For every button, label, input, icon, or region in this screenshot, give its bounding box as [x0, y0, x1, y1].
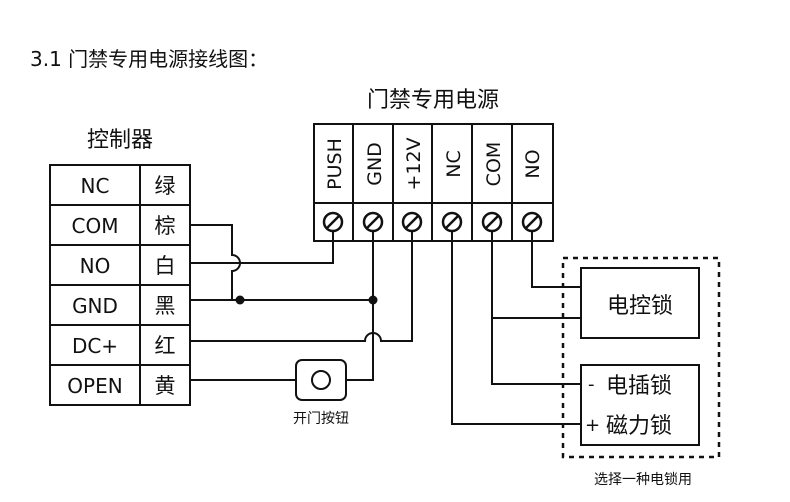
controller-signal-nc: NC: [81, 174, 110, 198]
controller-title: 控制器: [87, 128, 153, 153]
screw-terminal-icon: [521, 211, 543, 233]
controller-color-dc: 红: [155, 334, 176, 358]
controller-signal-dc: DC+: [72, 334, 118, 358]
terminal-label-12v: +12V: [403, 137, 425, 190]
controller-color-com: 棕: [155, 214, 176, 238]
electric-control-lock-box: [580, 267, 700, 339]
electric-bolt-lock-sign: -: [588, 374, 595, 395]
junction-dot: [235, 295, 245, 305]
exit-button: 开门按钮: [293, 359, 349, 427]
controller-signal-com: COM: [72, 214, 119, 238]
screw-terminal-icon: [322, 211, 344, 233]
lock-selection-note: 选择一种电锁用: [594, 472, 692, 488]
junction-dot: [368, 295, 378, 305]
controller-color-open: 黄: [155, 374, 176, 398]
terminal-label-push: PUSH: [324, 138, 346, 190]
push-button-icon: [311, 370, 331, 390]
magnetic-lock-label: 磁力锁: [606, 414, 672, 439]
wire-no-to-push: [190, 231, 334, 264]
power-supply-terminal-block: PUSH GND +12V NC COM NO: [313, 123, 554, 242]
wire-dc-plus: [190, 231, 413, 342]
controller-signal-open: OPEN: [67, 374, 122, 398]
controller-table: NC 绿 COM 棕 NO 白 GND 黑 DC+ 红 OPEN 黄: [49, 164, 191, 406]
screw-terminal-icon: [401, 211, 423, 233]
screw-terminal-icon: [481, 211, 503, 233]
wire-nc: [451, 231, 581, 425]
wire-button-to-gnd: [346, 300, 374, 381]
magnetic-lock-sign: +: [585, 415, 600, 436]
bolt-magnetic-lock-box: [580, 364, 700, 446]
wire-com: [190, 224, 241, 300]
controller-color-no: 白: [155, 254, 176, 278]
terminal-label-gnd: GND: [364, 142, 386, 186]
lock-selection-area: 电控锁 - 电插锁 + 磁力锁 选择一种电锁用: [561, 256, 721, 488]
terminal-label-no: NO: [522, 149, 544, 178]
wire-com-ps: [491, 231, 581, 385]
screw-terminal-icon: [362, 211, 384, 233]
terminal-label-nc: NC: [443, 150, 465, 177]
screw-terminal-icon: [441, 211, 463, 233]
electric-bolt-lock-label: 电插锁: [606, 374, 672, 399]
wires: [190, 224, 581, 425]
exit-button-label: 开门按钮: [293, 411, 349, 427]
power-supply-title: 门禁专用电源: [367, 88, 499, 113]
controller-signal-gnd: GND: [72, 294, 118, 318]
controller-signal-no: NO: [80, 254, 111, 278]
page-heading: 3.1 门禁专用电源接线图：: [30, 47, 268, 71]
wire-no-ps: [531, 231, 581, 288]
controller-color-gnd: 黑: [155, 294, 176, 318]
controller-color-nc: 绿: [155, 174, 176, 198]
terminal-label-com: COM: [483, 142, 505, 187]
electric-control-lock-label: 电控锁: [607, 294, 673, 319]
